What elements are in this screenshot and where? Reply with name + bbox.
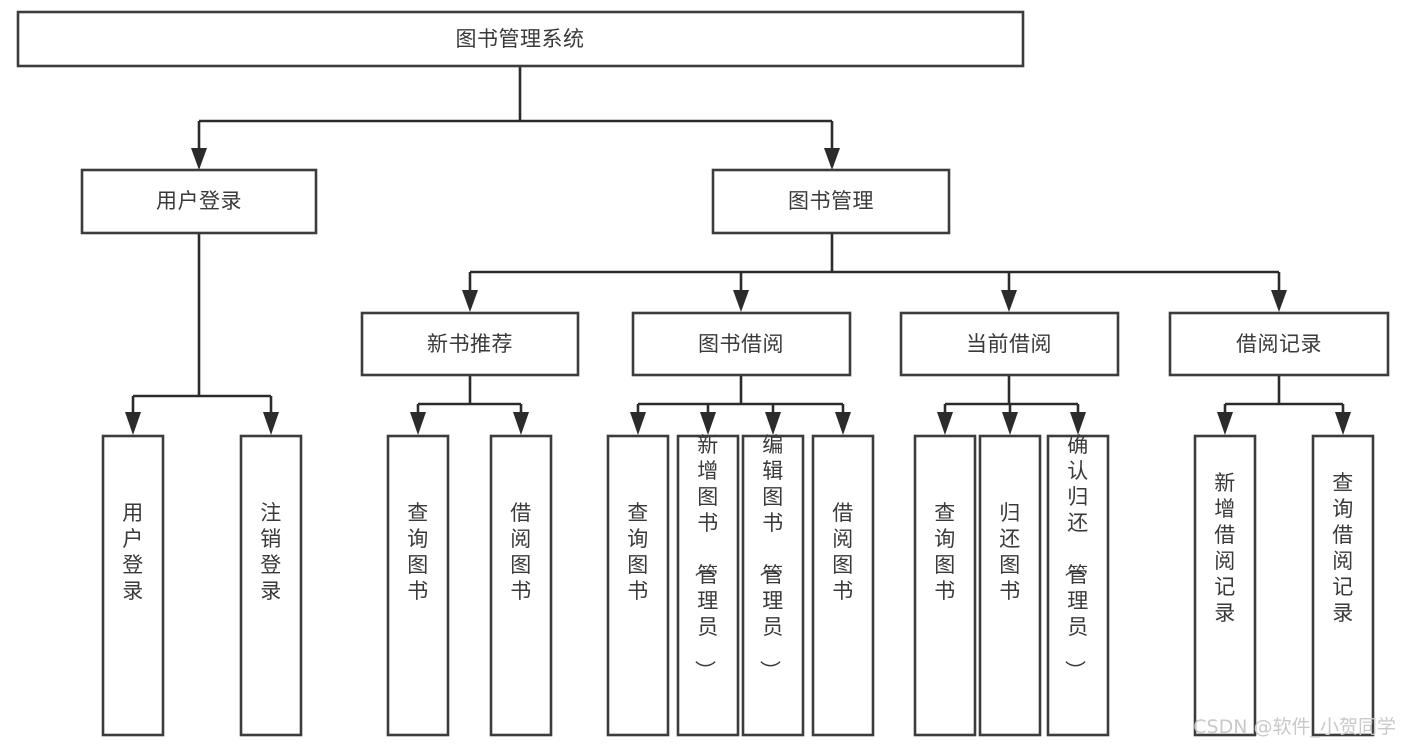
leaf-node-nb-query-book[interactable]: 查询图书	[386, 434, 450, 737]
node-root-book-management-system[interactable]: 图书管理系统	[16, 10, 1025, 68]
node-book-management-box	[711, 168, 951, 235]
leaf-br-query-record-box	[1311, 434, 1375, 737]
leaf-node-logout[interactable]: 注销登录	[239, 434, 303, 737]
leaf-node-user-login[interactable]: 用户登录	[101, 434, 165, 737]
node-current-borrow[interactable]: 当前借阅	[899, 311, 1120, 377]
leaf-node-bb-edit-book[interactable]: 编辑图书（管理员）	[741, 433, 805, 737]
leaf-cb-query-book-box	[913, 434, 977, 737]
arrow-head-leaf-logout	[263, 412, 279, 435]
node-book-borrow-label: 图书借阅	[698, 332, 784, 356]
arrow-head-bb-leaf-1	[630, 412, 646, 435]
leaf-node-cb-return-book[interactable]: 归还图书	[978, 434, 1042, 737]
node-borrow-record[interactable]: 借阅记录	[1168, 311, 1390, 377]
node-user-login-label: 用户登录	[156, 189, 242, 213]
leaf-bb-edit-book-box	[741, 434, 805, 737]
connector-group-book-manage-to-level3	[462, 233, 1287, 312]
arrow-head-nb-leaf-2	[513, 412, 529, 435]
connector-group-book-borrow-leaves	[630, 375, 851, 435]
node-book-management-label: 图书管理	[788, 189, 874, 213]
leaf-br-add-record-box	[1193, 434, 1257, 737]
node-new-book-recommend-label: 新书推荐	[427, 332, 513, 356]
arrow-head-bb-leaf-4	[835, 412, 851, 435]
connector-group-current-borrow-leaves	[937, 375, 1086, 435]
leaf-bb-borrow-book-label: 借阅图书	[832, 501, 854, 603]
leaf-cb-confirm-return-box	[1046, 434, 1110, 737]
connector-group-root-to-level2	[191, 66, 840, 170]
leaf-node-cb-query-book[interactable]: 查询图书	[913, 434, 977, 737]
arrow-head-book-borrow	[733, 290, 749, 312]
node-current-borrow-label: 当前借阅	[966, 332, 1052, 356]
node-root-label: 图书管理系统	[456, 27, 585, 51]
leaf-nb-query-book-label: 查询图书	[407, 501, 429, 603]
leaf-node-bb-add-book[interactable]: 新增图书（管理员）	[676, 433, 740, 737]
leaf-node-br-add-record[interactable]: 新增借阅记录	[1193, 434, 1257, 737]
node-borrow-record-box	[1168, 311, 1390, 377]
leaf-br-query-record-label: 查询借阅记录	[1332, 471, 1354, 625]
connector-group-borrow-record-leaves	[1217, 375, 1351, 435]
arrow-head-borrow-record	[1271, 290, 1287, 312]
arrow-head-bb-leaf-3	[765, 412, 781, 435]
connector-group-user-login-leaves	[125, 233, 279, 435]
node-book-management[interactable]: 图书管理	[711, 168, 951, 235]
leaf-user-login-label: 用户登录	[122, 501, 144, 603]
leaf-bb-edit-book-label: 编辑图书（管理员）	[757, 433, 784, 682]
node-current-borrow-box	[899, 311, 1120, 377]
leaf-br-add-record-label: 新增借阅记录	[1214, 471, 1236, 625]
leaf-nb-query-book-box	[386, 434, 450, 737]
leaf-bb-borrow-book-box	[811, 434, 875, 737]
leaf-user-login-box	[101, 434, 165, 737]
arrow-head-cb-leaf-2	[1002, 412, 1018, 435]
leaf-cb-query-book-label: 查询图书	[934, 501, 956, 603]
leaf-cb-confirm-return-label: 确认归还（管理员）	[1062, 433, 1089, 682]
leaf-cb-return-book-box	[978, 434, 1042, 737]
node-new-book-recommend-box	[360, 311, 580, 377]
leaf-bb-add-book-box	[676, 434, 740, 737]
node-root-box	[16, 10, 1025, 68]
arrow-head-cb-leaf-3	[1070, 412, 1086, 435]
node-user-login[interactable]: 用户登录	[80, 168, 318, 235]
leaf-node-nb-borrow-book[interactable]: 借阅图书	[489, 434, 553, 737]
leaf-node-cb-confirm-return[interactable]: 确认归还（管理员）	[1046, 433, 1110, 737]
watermark-label: CSDN @软件_小贺同学	[1193, 716, 1396, 738]
leaf-node-bb-query-book[interactable]: 查询图书	[606, 434, 670, 737]
arrow-head-br-leaf-1	[1217, 412, 1233, 435]
arrow-head-book-manage	[824, 148, 840, 170]
leaf-logout-box	[239, 434, 303, 737]
arrow-head-current-borrow	[1001, 290, 1017, 312]
leaf-nb-borrow-book-label: 借阅图书	[510, 501, 532, 603]
leaf-bb-query-book-box	[606, 434, 670, 737]
arrow-head-nb-leaf-1	[410, 412, 426, 435]
node-book-borrow-box	[631, 311, 852, 377]
leaf-nb-borrow-book-box	[489, 434, 553, 737]
node-borrow-record-label: 借阅记录	[1236, 332, 1322, 356]
arrow-head-br-leaf-2	[1335, 412, 1351, 435]
leaf-cb-return-book-label: 归还图书	[999, 501, 1021, 603]
leaf-bb-query-book-label: 查询图书	[627, 501, 649, 603]
connector-group-new-book-leaves	[410, 375, 529, 435]
leaf-logout-label: 注销登录	[260, 501, 282, 603]
arrow-head-user-login	[191, 148, 207, 170]
arrow-head-leaf-user-login	[125, 412, 141, 435]
node-new-book-recommend[interactable]: 新书推荐	[360, 311, 580, 377]
node-user-login-box	[80, 168, 318, 235]
leaf-bb-add-book-label: 新增图书（管理员）	[692, 433, 719, 682]
arrow-head-bb-leaf-2	[700, 412, 716, 435]
leaf-node-bb-borrow-book[interactable]: 借阅图书	[811, 434, 875, 737]
arrow-head-cb-leaf-1	[937, 412, 953, 435]
leaf-node-br-query-record[interactable]: 查询借阅记录	[1311, 434, 1375, 737]
node-book-borrow[interactable]: 图书借阅	[631, 311, 852, 377]
arrow-head-new-book	[462, 290, 478, 312]
